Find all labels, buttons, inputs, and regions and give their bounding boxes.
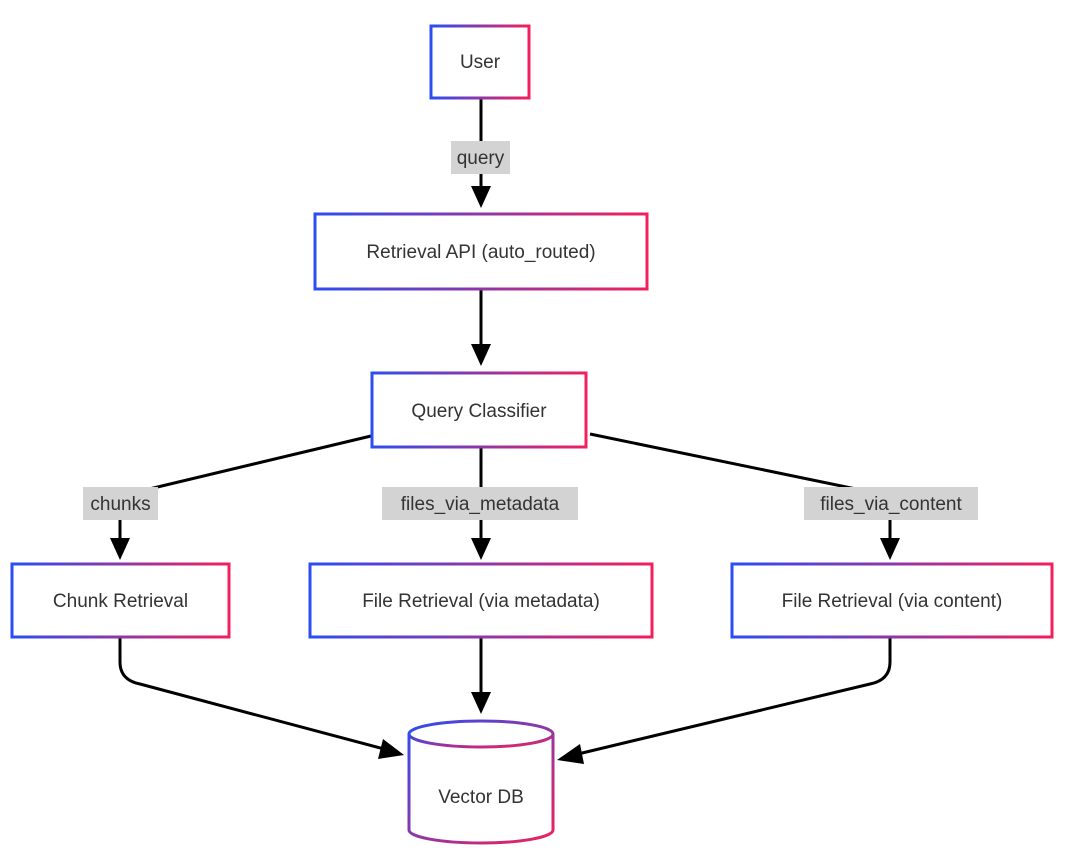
node-vector-db: Vector DB <box>407 719 555 845</box>
node-chunk-retrieval: Chunk Retrieval <box>10 562 231 639</box>
edge-file-retrieval-content-to-vector-db <box>557 637 892 764</box>
node-user: User <box>429 24 531 100</box>
node-file-retrieval-metadata: File Retrieval (via metadata) <box>308 562 654 639</box>
arrow-head <box>471 186 491 208</box>
edge-label-query-text: query <box>457 148 505 169</box>
node-query-classifier: Query Classifier <box>370 371 588 449</box>
node-vector-db-label: Vector DB <box>438 787 524 808</box>
edge-label-files-via-content-text: files_via_content <box>820 494 962 515</box>
edge-retrieval-api-to-query-classifier <box>471 290 491 366</box>
node-retrieval-api-label: Retrieval API (auto_routed) <box>366 242 595 263</box>
node-query-classifier-label: Query Classifier <box>411 401 547 422</box>
edge-label-query: query <box>451 141 510 174</box>
arrow-head <box>471 538 491 560</box>
node-file-retrieval-metadata-label: File Retrieval (via metadata) <box>362 591 600 612</box>
arrow-head <box>471 692 491 714</box>
database-cylinder-icon <box>407 719 555 845</box>
edge-label-chunks: chunks <box>83 487 158 520</box>
node-retrieval-api: Retrieval API (auto_routed) <box>313 212 649 291</box>
node-file-retrieval-content-label: File Retrieval (via content) <box>782 591 1003 612</box>
arrow-head <box>378 739 404 759</box>
edge-label-files-via-content: files_via_content <box>804 487 978 520</box>
edge-chunk-retrieval-to-vector-db <box>118 637 404 759</box>
arrow-head <box>557 744 584 764</box>
arrow-head <box>471 344 491 366</box>
edge-label-files-via-metadata: files_via_metadata <box>382 487 578 520</box>
edge-label-chunks-text: chunks <box>90 494 150 515</box>
edge-file-retrieval-metadata-to-vector-db <box>471 637 491 714</box>
arrow-head <box>880 538 900 560</box>
arrow-head <box>110 538 130 560</box>
node-chunk-retrieval-label: Chunk Retrieval <box>53 591 188 612</box>
node-file-retrieval-content: File Retrieval (via content) <box>730 562 1054 639</box>
edge-label-files-via-metadata-text: files_via_metadata <box>401 494 560 515</box>
node-user-label: User <box>460 52 501 73</box>
